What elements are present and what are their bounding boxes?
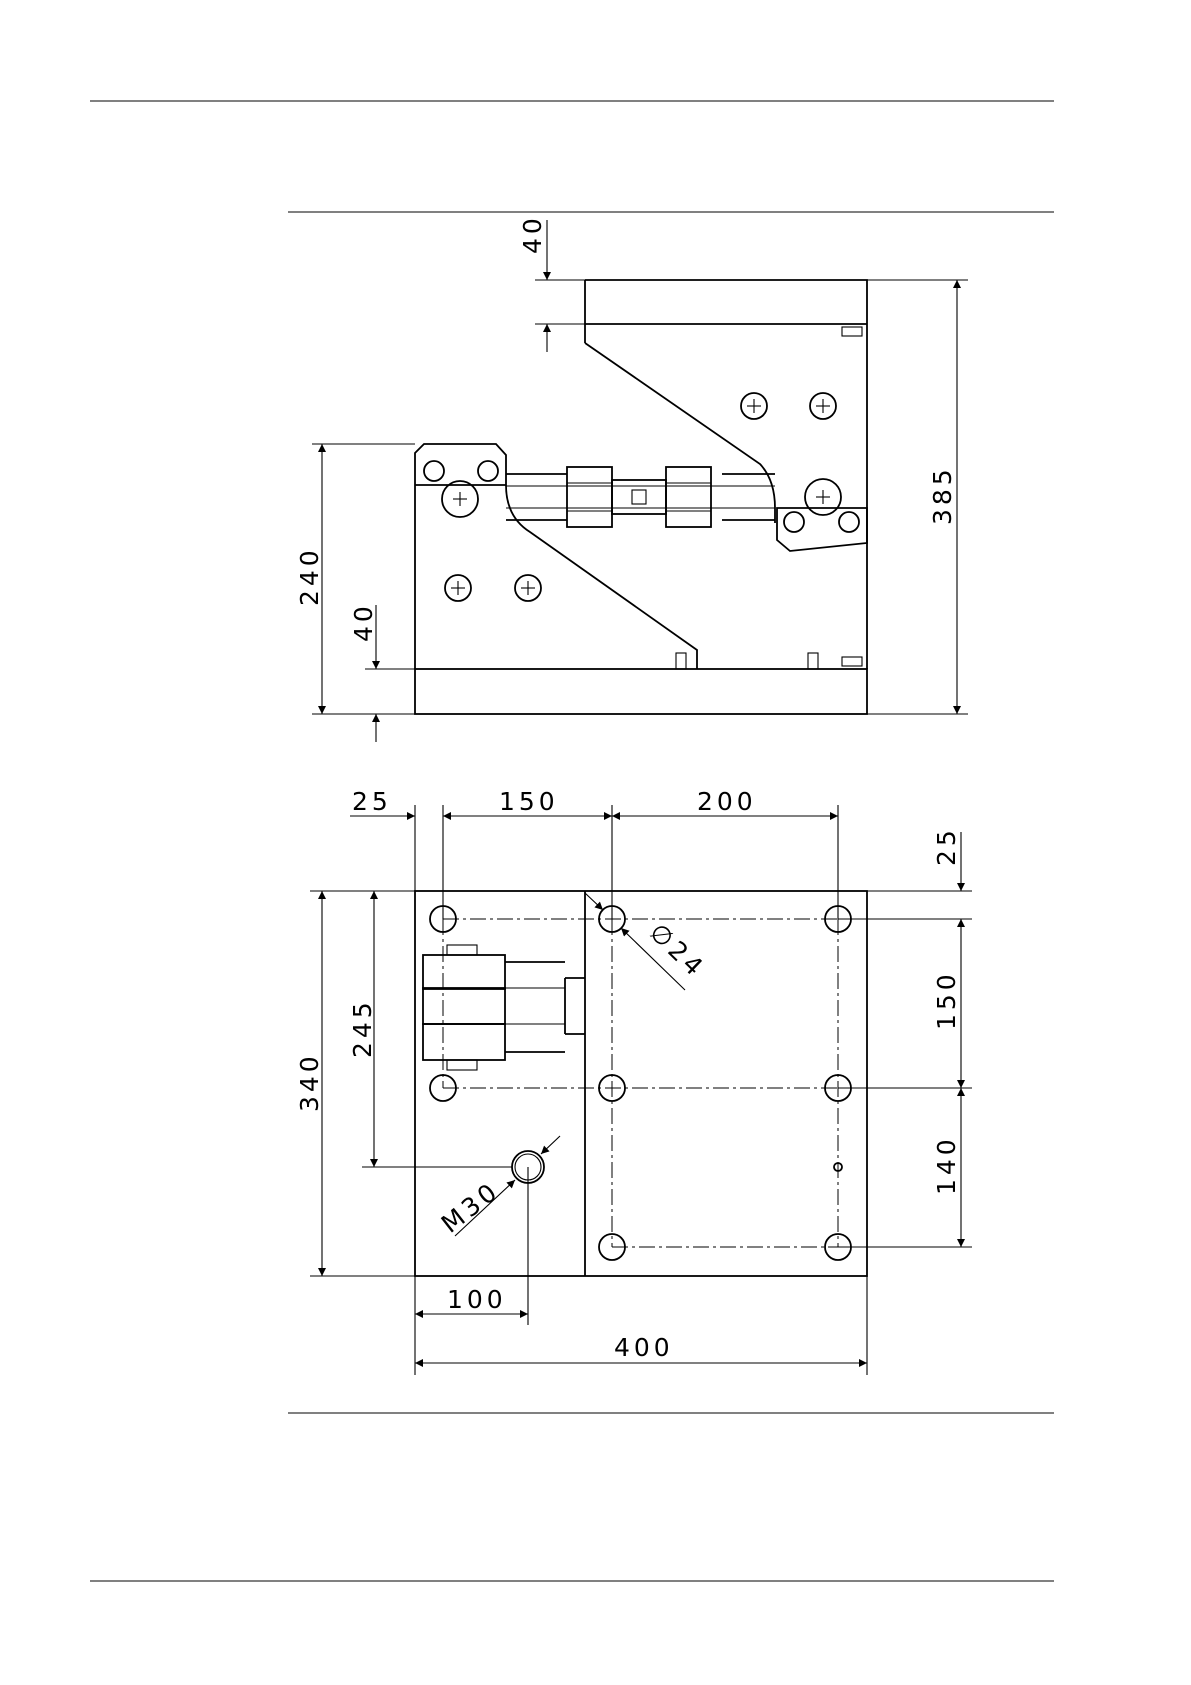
- dim-label-hole-spacing-right: 200: [697, 787, 757, 816]
- clamp-assembly: [423, 945, 585, 1070]
- dim-thread-position: 245: [348, 891, 512, 1167]
- dim-top-plate: 40: [518, 214, 585, 352]
- dim-label-row-spacing-lower: 140: [932, 1135, 961, 1195]
- dim-thread-size: M30: [436, 1136, 560, 1239]
- side-view: 40 385 240 40: [295, 214, 968, 742]
- dim-label-thread-position: 245: [348, 998, 377, 1058]
- dim-base-plate: 40: [349, 602, 415, 742]
- tie-rod: [506, 467, 775, 527]
- dim-horizontal-top: 25 150 200: [350, 787, 838, 919]
- page-frame: [90, 101, 1054, 1581]
- dim-label-thread-size: M30: [436, 1176, 505, 1239]
- dim-label-base-plate: 40: [349, 602, 378, 642]
- right-web: [585, 343, 775, 523]
- top-plate-outline: [415, 891, 867, 1276]
- dim-label-top-plate: 40: [518, 214, 547, 254]
- dim-overall-depth: 340: [295, 891, 415, 1276]
- dim-overall-height: 385: [867, 280, 968, 714]
- dim-label-row-spacing-upper: 150: [932, 970, 961, 1030]
- dim-label-top-offset: 25: [932, 826, 961, 866]
- dim-vertical-right: 25 150 140: [838, 826, 972, 1247]
- dim-label-left-block-height: 240: [295, 546, 324, 606]
- left-block: [415, 444, 697, 669]
- dim-label-hole-spacing-left: 150: [499, 787, 559, 816]
- dim-label-thread-offset-x: 100: [447, 1285, 507, 1314]
- dim-label-left-offset: 25: [352, 787, 392, 816]
- dim-left-block-height: 240: [295, 444, 415, 714]
- dim-hole-diameter: ∅24: [585, 893, 711, 990]
- dim-label-overall-depth: 340: [295, 1052, 324, 1112]
- dim-label-overall-height: 385: [928, 465, 957, 525]
- dim-label-overall-width: 400: [614, 1333, 674, 1362]
- dim-label-hole-diameter: ∅24: [644, 917, 711, 983]
- top-view: 25 150 200 25 150 140 340: [295, 787, 972, 1375]
- base-plate: [415, 669, 867, 714]
